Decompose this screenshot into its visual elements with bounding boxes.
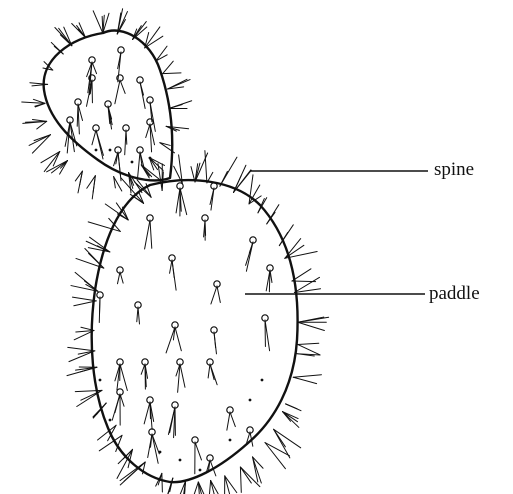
spine-stroke xyxy=(292,269,311,281)
spine-stroke xyxy=(92,130,96,145)
spine-stroke xyxy=(274,429,286,446)
spine-stroke xyxy=(298,343,319,344)
spine-stroke xyxy=(77,104,78,126)
texture-dot xyxy=(99,379,102,382)
texture-dot xyxy=(109,149,112,152)
spine-stroke xyxy=(120,394,124,406)
spine-stroke xyxy=(282,412,298,428)
spine-stroke xyxy=(60,35,71,46)
spine-stroke xyxy=(195,442,201,460)
spine-stroke xyxy=(169,101,192,109)
paddle-label: paddle xyxy=(429,284,480,303)
spine-stroke xyxy=(92,62,97,74)
texture-dot xyxy=(179,459,182,462)
spine-stroke xyxy=(298,317,329,322)
spine-stroke xyxy=(293,377,316,383)
spine-stroke xyxy=(246,242,253,271)
spine-stroke xyxy=(52,161,68,173)
spine-stroke xyxy=(211,480,218,493)
spine-stroke xyxy=(274,429,301,448)
spine-stroke xyxy=(30,83,48,85)
spine-stroke xyxy=(217,286,220,302)
spine-stroke xyxy=(32,84,48,86)
spine-stroke xyxy=(170,260,172,273)
spine-stroke xyxy=(156,46,167,61)
small-paddle-outline xyxy=(44,31,173,181)
spine-stroke xyxy=(298,344,320,354)
spine-stroke xyxy=(137,307,138,322)
spine-stroke xyxy=(148,434,152,458)
spine-stroke xyxy=(230,412,235,427)
spine-stroke xyxy=(265,443,290,456)
spine-stroke xyxy=(72,24,86,38)
spine-stroke xyxy=(141,165,151,177)
spine-stroke xyxy=(208,480,211,494)
spine-stroke xyxy=(138,152,140,178)
spine-stroke xyxy=(208,364,210,378)
spine-stroke xyxy=(162,473,163,492)
spine-stroke xyxy=(192,482,198,494)
spine-stroke xyxy=(265,443,285,469)
texture-dot xyxy=(229,439,232,442)
spine-stroke xyxy=(51,42,63,54)
spine-stroke xyxy=(146,124,150,138)
texture-dot xyxy=(249,399,252,402)
spine-stroke xyxy=(176,188,180,213)
spine-stroke xyxy=(240,467,241,492)
texture-dot xyxy=(95,149,98,152)
texture-dot xyxy=(109,419,112,422)
texture-dot xyxy=(131,161,134,164)
spine-stroke xyxy=(214,332,216,354)
spine-stroke xyxy=(163,61,173,73)
spine-stroke xyxy=(118,152,121,181)
spine-stroke xyxy=(145,220,150,249)
texture-dot xyxy=(199,469,202,472)
texture-dot xyxy=(261,379,264,382)
spine-stroke xyxy=(112,394,120,420)
texture-dot xyxy=(149,157,152,160)
spine-stroke xyxy=(180,364,185,387)
spine-stroke xyxy=(144,402,150,424)
spine-stroke xyxy=(120,80,125,93)
spine-stroke xyxy=(225,476,231,494)
spine-stroke xyxy=(115,80,120,104)
spine-stroke xyxy=(172,260,174,277)
spine-stroke xyxy=(293,375,321,378)
spine-stroke xyxy=(297,354,320,355)
spine-stroke xyxy=(150,220,152,248)
spine-stroke xyxy=(125,130,126,155)
spine-stroke xyxy=(163,73,181,74)
spine-stroke xyxy=(240,467,251,483)
spine-stroke xyxy=(175,327,181,351)
spine-stroke xyxy=(93,11,103,33)
spine-stroke xyxy=(67,367,97,375)
spine-stroke xyxy=(286,404,298,409)
spine-stroke xyxy=(69,351,95,362)
spine-stroke xyxy=(133,22,147,40)
spine-stroke xyxy=(210,364,214,380)
spine-label: spine xyxy=(434,160,474,179)
spine-stroke xyxy=(120,364,127,390)
texture-dot xyxy=(159,451,162,454)
spine-stroke xyxy=(96,130,103,155)
spine-stroke xyxy=(298,322,325,330)
spine-stroke xyxy=(227,412,230,430)
spine-stroke xyxy=(211,286,217,304)
spine-stroke xyxy=(35,103,45,107)
